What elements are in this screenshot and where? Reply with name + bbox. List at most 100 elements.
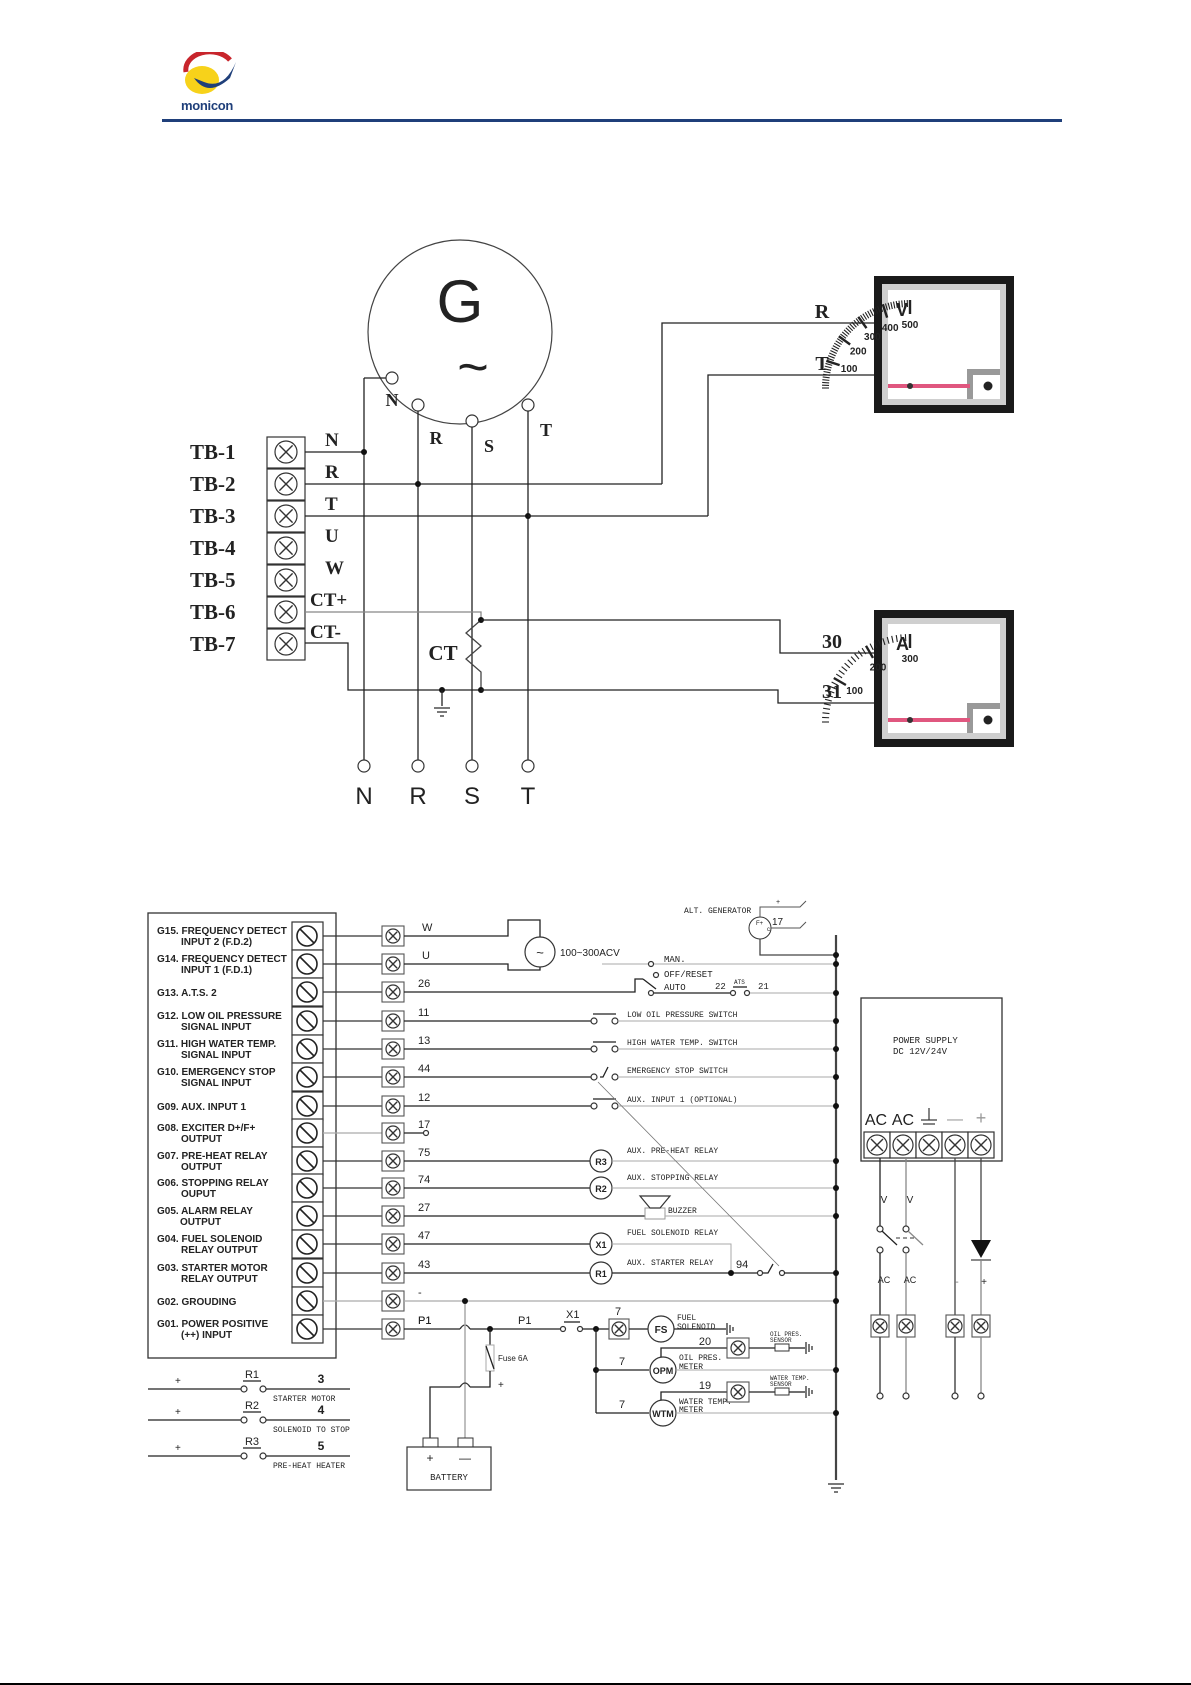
screw-cross	[278, 444, 294, 460]
meter-tick	[833, 676, 847, 687]
tb-screw-icon	[274, 568, 298, 592]
output-terminal-N	[357, 759, 371, 773]
meter-tick	[895, 634, 898, 643]
fuse-element	[485, 1345, 495, 1370]
meter-tick	[822, 376, 830, 379]
field-screw-icon	[385, 1208, 401, 1224]
generator-label-S: S	[484, 436, 494, 456]
meter-tick	[881, 303, 889, 318]
meter-tick	[901, 300, 903, 308]
battery-pos-mark: +	[426, 1451, 433, 1465]
meter-tick	[841, 331, 848, 337]
screw-cross	[388, 1183, 398, 1193]
screw-cross	[388, 1268, 398, 1278]
buzzer-icon	[638, 1195, 672, 1220]
wtm-sensor-ground-icon	[805, 1386, 813, 1398]
screw-cross	[278, 636, 294, 652]
wire-T-to-voltmeter	[707, 374, 874, 516]
controller-label-G15.-line2: INPUT 2 (F.D.2)	[181, 937, 252, 948]
junction-dot	[833, 961, 839, 967]
x1-coil-label: X1	[595, 1240, 606, 1250]
junction-dot	[728, 1270, 734, 1276]
amp-unit-label: A	[896, 634, 909, 654]
screw-slot	[299, 956, 315, 972]
junction-dot	[833, 1158, 839, 1164]
switch-contact	[611, 1102, 619, 1110]
meter-tick	[890, 301, 893, 310]
controller-screw-icon	[296, 1122, 318, 1144]
controller-label-G10.-line2: SIGNAL INPUT	[181, 1078, 251, 1089]
meter-tick	[877, 305, 881, 313]
junction-dot	[833, 990, 839, 996]
ps-minus-label: -	[955, 1277, 958, 1288]
generator-symbol: G	[437, 268, 484, 335]
meter-tick	[898, 300, 901, 308]
zero-adjust-screw-icon	[983, 715, 993, 725]
wtm-coil-label: WTM	[652, 1409, 674, 1419]
oil-pressure-sensor-icon	[774, 1343, 790, 1352]
relay-contact-number-5: 5	[318, 1439, 325, 1453]
tb-screw-icon	[274, 632, 298, 656]
controller-label-G06.-line2: OUPUT	[181, 1189, 216, 1200]
wire-number--: -	[418, 1287, 422, 1299]
estop-contact-wire-number: 94	[736, 1259, 748, 1271]
meter-tick	[864, 645, 875, 659]
controller-label-G12.-line2: SIGNAL INPUT	[181, 1022, 251, 1033]
alt-wire-17	[771, 921, 807, 929]
battery-label: BATTERY	[430, 1473, 468, 1483]
output-label-R: R	[409, 783, 426, 810]
relay-contact-desc: PRE-HEAT HEATER	[273, 1462, 345, 1471]
meter-tick	[835, 673, 843, 679]
meter-tick	[900, 634, 903, 642]
x1-label: FUEL SOLENOID RELAY	[627, 1229, 718, 1238]
ps-switch-blade	[907, 1230, 924, 1246]
meter-tick	[853, 319, 859, 326]
battery-neg-mark: —	[459, 1451, 471, 1465]
meter-tick	[872, 308, 877, 315]
ps-screw-icon	[970, 1134, 992, 1156]
switch-contact	[611, 1017, 619, 1025]
generator-terminal-R	[411, 398, 425, 412]
screw-cross	[974, 1138, 988, 1152]
fuse-label: Fuse 6A	[498, 1354, 528, 1363]
screw-cross	[875, 1321, 885, 1331]
ps-v-label-2: V	[907, 1195, 914, 1206]
tb-label-TB-2: TB-2	[190, 472, 236, 496]
relay-contact	[259, 1385, 267, 1393]
opm-sensor-screw-icon	[730, 1340, 746, 1356]
wire-number-27: 27	[418, 1202, 430, 1214]
estop-contact	[778, 1269, 786, 1277]
wire-number-26: 26	[418, 978, 430, 990]
r1-coil-label: R1	[595, 1269, 607, 1279]
tb-screw-icon	[274, 440, 298, 464]
meter-tick	[873, 641, 878, 649]
relay-contact-plus: +	[175, 1376, 181, 1387]
meter-tick	[882, 638, 886, 646]
alt-generator-c: c	[767, 927, 770, 933]
ps-screw-icon	[866, 1134, 888, 1156]
meter-tick	[822, 707, 831, 710]
ps-switch-blade	[881, 1230, 898, 1246]
meter-tick	[823, 368, 832, 371]
meter-tick	[844, 662, 851, 669]
switch-contact	[590, 1073, 598, 1081]
meter-tick	[829, 352, 836, 357]
header-divider	[162, 119, 1062, 122]
screw-cross	[388, 1044, 398, 1054]
tb-screw-icon	[274, 536, 298, 560]
alt-wire-number: 17	[772, 917, 784, 928]
relay-contact	[240, 1452, 248, 1460]
tb-signal-N: N	[325, 430, 339, 451]
switch-contact	[647, 989, 655, 997]
ac-source-wave: ~	[536, 945, 544, 960]
controller-screw-icon	[296, 1150, 318, 1172]
opm-sensor-ground-icon	[805, 1342, 813, 1354]
ac-source-label: 100~300ACV	[560, 948, 620, 959]
meter-tick	[851, 321, 857, 328]
controller-screw-icon	[296, 1177, 318, 1199]
screw-cross	[388, 1156, 398, 1166]
ps-output-screw-icon	[872, 1318, 888, 1334]
field-screw-icon	[385, 1293, 401, 1309]
logo-swoosh-icon	[183, 49, 236, 94]
